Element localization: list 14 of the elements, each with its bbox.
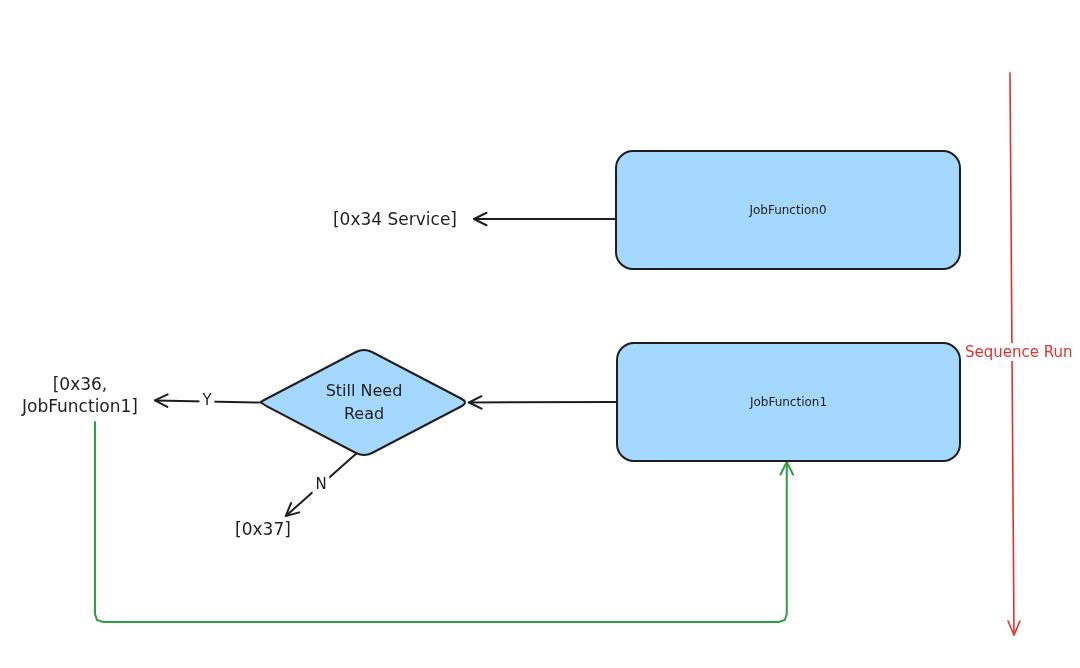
node-label: [0x37] — [225, 516, 301, 542]
arrow — [468, 395, 617, 410]
decision-diamond — [259, 348, 469, 457]
arrow — [154, 393, 260, 408]
edge-label: N — [312, 475, 330, 494]
process-box — [615, 150, 961, 270]
arrow — [473, 211, 616, 227]
arrow — [94, 421, 795, 623]
decision-label: Still Need Read — [324, 380, 404, 425]
process-box — [616, 342, 961, 462]
node-label: [0x36, JobFunction1] — [5, 368, 155, 422]
node-label: [0x34 Service] — [316, 206, 474, 232]
box-label: JobFunction1 — [749, 395, 828, 409]
box-label: JobFunction0 — [749, 203, 827, 217]
